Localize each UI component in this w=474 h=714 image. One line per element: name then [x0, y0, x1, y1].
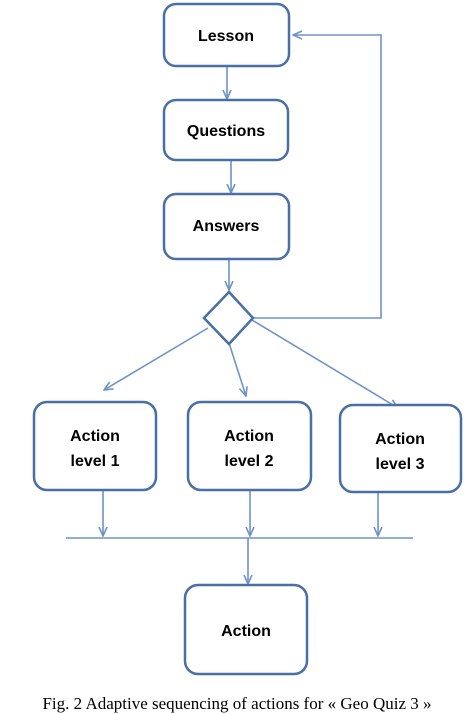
questions-label: Questions [187, 123, 265, 140]
lesson-label: Lesson [198, 28, 254, 45]
action-level-3-label-line2: level 3 [376, 456, 425, 473]
action-level-2-label-line1: Action [224, 428, 274, 445]
arrow-decision-to-level2 [228, 342, 246, 396]
action-level-2-label-line2: level 2 [225, 453, 274, 470]
decision-diamond [202, 290, 255, 346]
answers-node: Answers [162, 192, 291, 261]
action-level-2-node: Action level 2 [186, 400, 313, 492]
questions-node: Questions [162, 98, 290, 162]
action-label: Action [221, 623, 271, 640]
lesson-node: Lesson [162, 2, 291, 68]
figure-caption: Fig. 2 Adaptive sequencing of actions fo… [42, 694, 432, 713]
action-level-1-label-line2: level 1 [71, 453, 120, 470]
arrow-decision-to-level3 [251, 319, 398, 408]
action-level-3-label-line1: Action [375, 431, 425, 448]
action-level-1-node: Action level 1 [32, 400, 158, 492]
answers-label: Answers [193, 218, 260, 235]
action-level-3-node: Action level 3 [338, 403, 463, 494]
action-node: Action [183, 583, 309, 676]
action-level-1-label-line1: Action [70, 428, 120, 445]
arrow-decision-to-level1 [104, 327, 209, 390]
arrow-decision-loop-to-lesson [252, 35, 382, 319]
